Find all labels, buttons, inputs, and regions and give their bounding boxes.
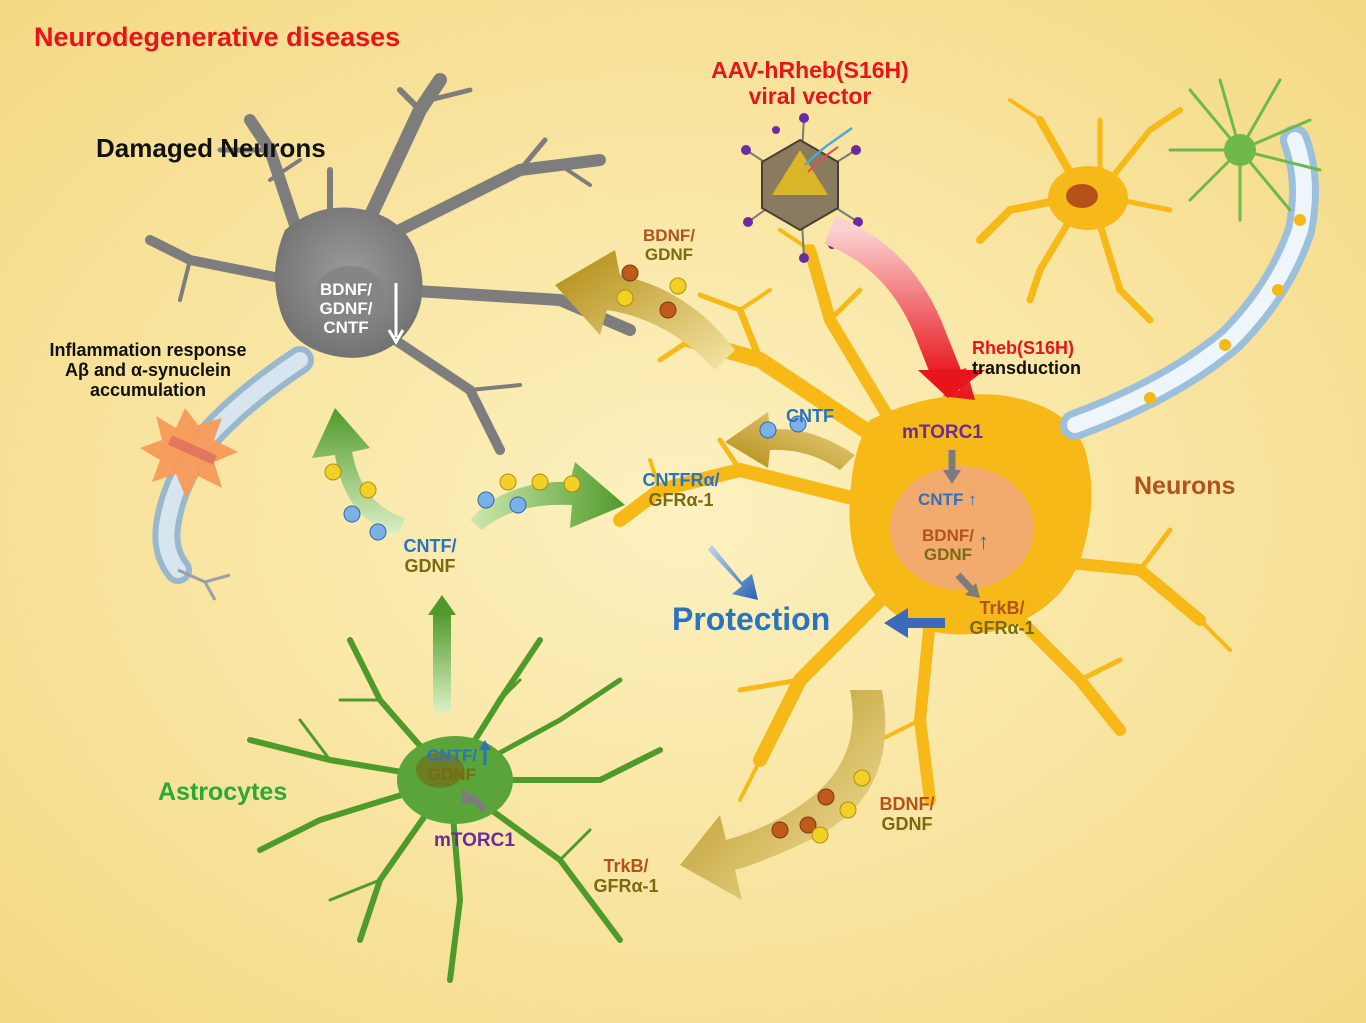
small-neuron-nucleus (1066, 184, 1098, 208)
green-arrow-to-damaged (312, 408, 405, 535)
bdnf-gdnf-top-label: BDNF/ GDNF (643, 226, 695, 265)
cntf-arrow (725, 412, 855, 470)
cntf-top-label: CNTF (786, 406, 834, 426)
blue-arrow-receptor (708, 545, 758, 600)
mtorc1-astro-label: mTORC1 (434, 830, 515, 851)
neuron-cntf-label: CNTF ↑ (918, 490, 977, 509)
green-arrow-to-receptor (470, 462, 625, 530)
protection-label: Protection (672, 601, 831, 637)
neuron-bdnf-label: BDNF/ GDNF (922, 526, 974, 565)
neurons-label: Neurons (1134, 472, 1236, 500)
green-arrow-up (433, 612, 451, 712)
factor-beads-top (616, 264, 687, 319)
damaged-factors-label: BDNF/ GDNF/ CNTF (319, 280, 373, 338)
trkb-bottom-label: TrkB/ GFRα-1 (593, 856, 659, 897)
bdnf-gdnf-arrow-top (555, 250, 735, 370)
bdnf-gdnf-bottom-label: BDNF/ GDNF (879, 794, 935, 835)
inflammation-label: Inflammation response Aβ and α-synuclein… (49, 340, 247, 401)
healthy-neuron (613, 125, 1319, 806)
blue-arrow-neuron (884, 608, 945, 638)
small-neuron (976, 98, 1183, 324)
diagram-title: Neurodegenerative diseases (34, 22, 401, 52)
aav-capsid-icon (741, 113, 863, 263)
mtorc1-neuron-label: mTORC1 (902, 422, 983, 443)
rheb-label: Rheb(S16H) transduction (972, 338, 1082, 379)
astrocytes-label: Astrocytes (158, 778, 288, 806)
astro-factors-label: CNTF/ GDNF (426, 746, 478, 785)
up-arrow-icon: ↑ (978, 529, 989, 554)
trkb-right-label: TrkB/ GFRα-1 (969, 598, 1035, 639)
vector-label: AAV-hRheb(S16H) viral vector (711, 57, 909, 109)
cntf-gdnf-mid-label: CNTF/ GDNF (403, 536, 457, 577)
damaged-neurons-label: Damaged Neurons (96, 133, 326, 163)
factor-beads-bottom (771, 769, 871, 844)
up-arrow-icon: ↑ (968, 490, 977, 509)
bdnf-gdnf-arrow-bottom (680, 690, 886, 900)
cntfr-label: CNTFRα/ GFRα-1 (642, 470, 720, 511)
